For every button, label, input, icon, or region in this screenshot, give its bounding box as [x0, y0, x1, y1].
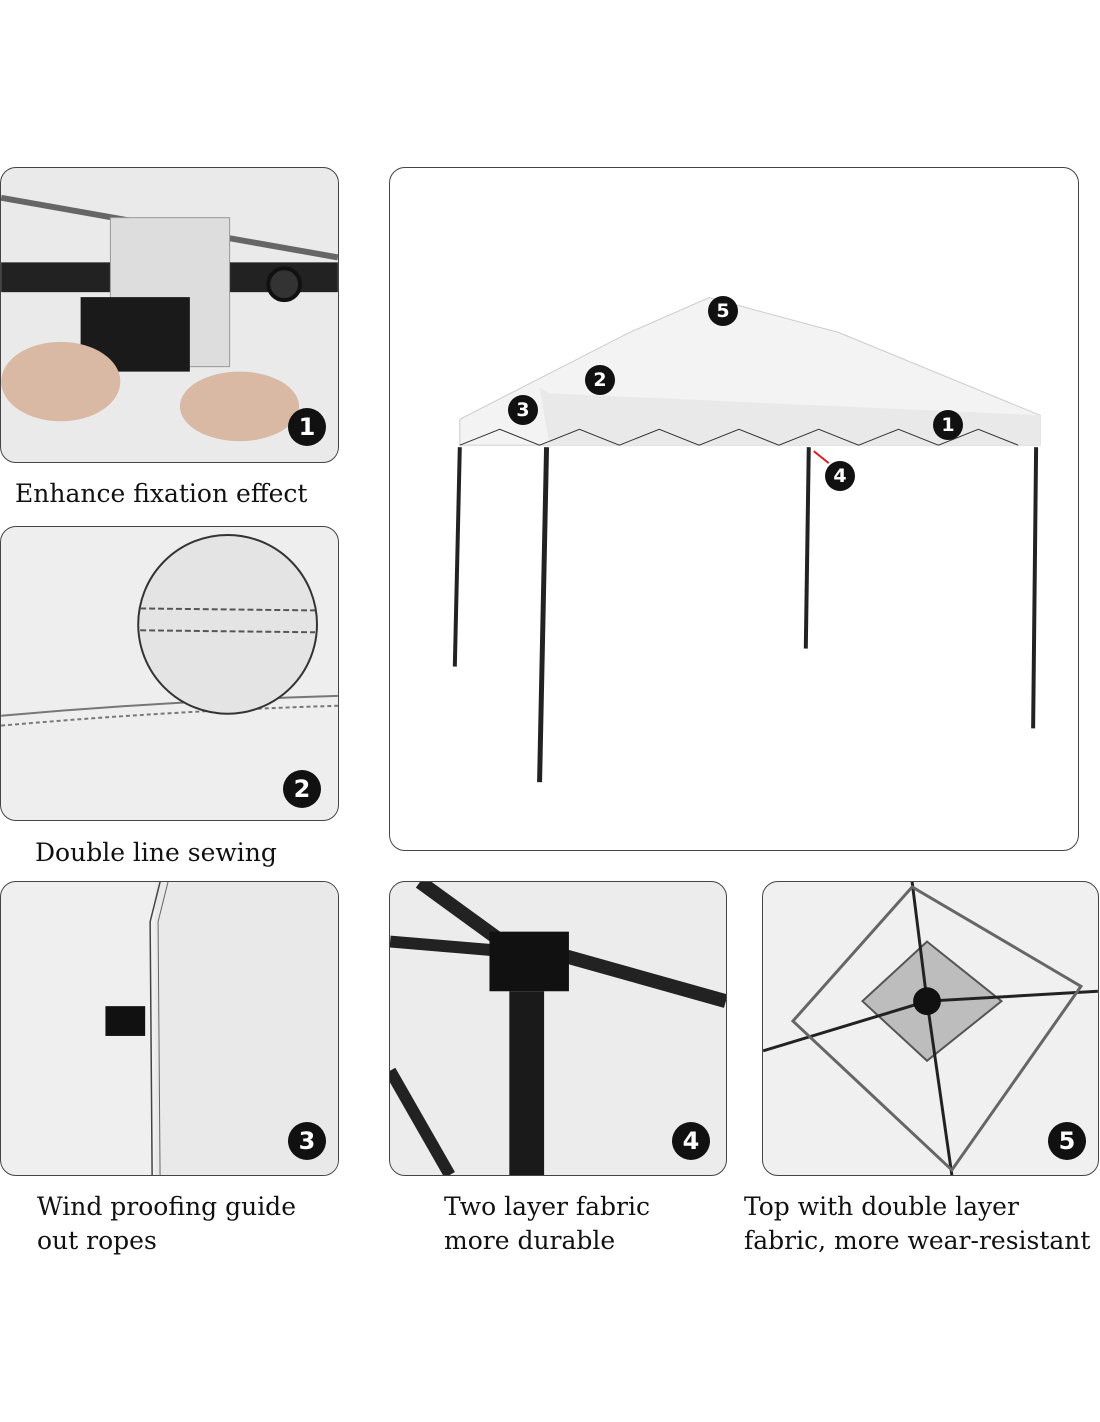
detail-panel-sewing: 2: [0, 526, 339, 821]
caption-5-line-2: fabric, more wear-resistant: [744, 1226, 1091, 1255]
canopy-tent-illustration: [452, 297, 1041, 783]
marker-5: 5: [708, 296, 738, 326]
number-badge-2: 2: [283, 770, 321, 808]
marker-1: 1: [933, 410, 963, 440]
marker-4: 4: [825, 461, 855, 491]
caption-3-line-2: out ropes: [37, 1226, 157, 1255]
detail-panel-top: 5: [762, 881, 1099, 1176]
caption-4-line-2: more durable: [444, 1226, 616, 1255]
number-badge-5: 5: [1048, 1122, 1086, 1160]
caption-3-line-1: Wind proofing guide: [37, 1192, 296, 1221]
marker-2: 2: [585, 365, 615, 395]
main-tent-panel: 5 2 3 1 4: [389, 167, 1079, 851]
number-badge-1: 1: [288, 408, 326, 446]
detail-panel-joint: 4: [389, 881, 727, 1176]
caption-5-line-1: Top with double layer: [744, 1192, 1019, 1221]
caption-1: Enhance fixation effect: [15, 479, 308, 508]
number-badge-3: 3: [288, 1122, 326, 1160]
caption-3: Wind proofing guide out ropes: [37, 1190, 296, 1258]
number-badge-4: 4: [672, 1122, 710, 1160]
sewing-illustration: [1, 533, 338, 727]
caption-5: Top with double layer fabric, more wear-…: [744, 1190, 1090, 1258]
caption-2: Double line sewing: [35, 838, 277, 867]
canopy-top-illustration: [763, 882, 1098, 1175]
caption-4-line-1: Two layer fabric: [444, 1192, 651, 1221]
caption-4: Two layer fabric more durable: [444, 1190, 650, 1258]
velcro-strap-illustration: [1, 194, 338, 442]
rope-loop-illustration: [105, 882, 338, 1175]
detail-panel-velcro: 1: [0, 167, 339, 463]
frame-joint-illustration: [390, 882, 726, 1175]
marker-3: 3: [508, 395, 538, 425]
detail-panel-rope-loop: 3: [0, 881, 339, 1176]
